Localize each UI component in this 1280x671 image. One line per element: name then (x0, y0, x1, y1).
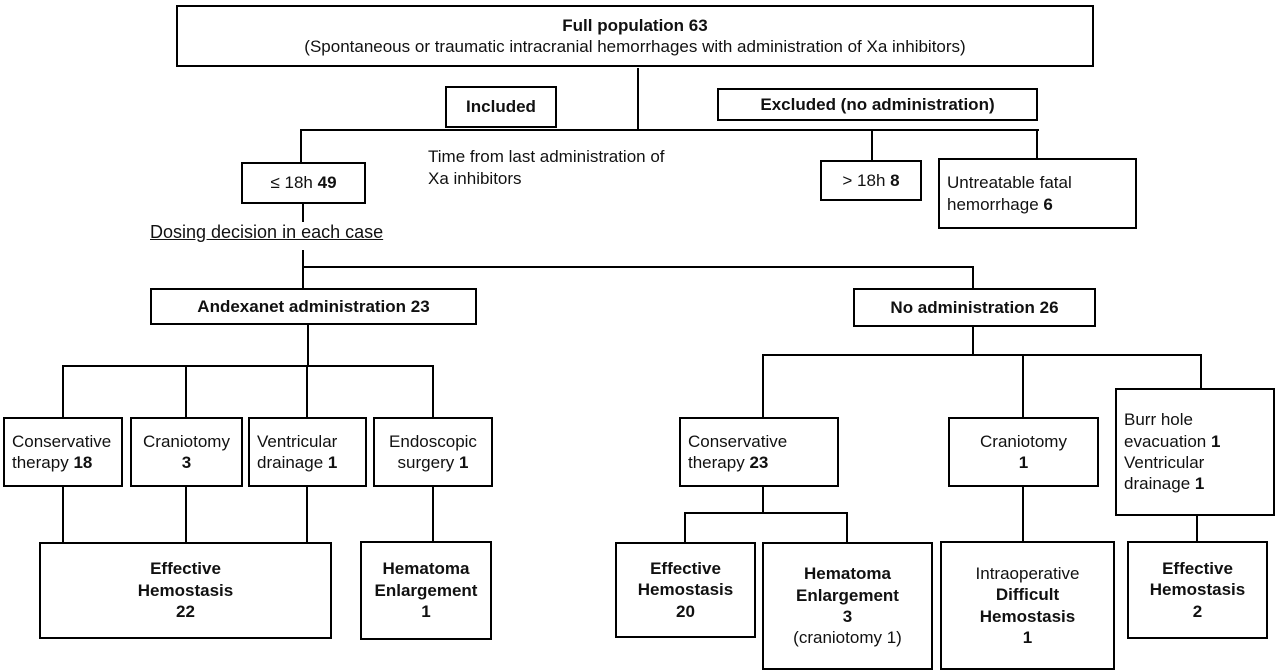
connector-line (871, 129, 873, 162)
text-dosing-decision: Dosing decision in each case (150, 221, 383, 244)
connector-line (185, 487, 187, 542)
connector-line (684, 512, 686, 542)
time-label-line2: Xa inhibitors (428, 169, 522, 189)
connector-line (306, 365, 308, 417)
connector-line (637, 68, 639, 130)
excluded-text: Excluded (no administration) (760, 94, 995, 114)
connector-line (846, 512, 848, 542)
connector-line (762, 354, 1202, 356)
connector-line (302, 203, 304, 222)
full-population-subtitle: (Spontaneous or traumatic intracranial h… (304, 37, 966, 56)
connector-line (684, 512, 848, 514)
time-label-line1: Time from last administration of (428, 147, 665, 166)
connector-line (300, 129, 1039, 131)
connector-line (306, 487, 308, 542)
connector-line (185, 365, 187, 417)
connector-line (972, 327, 974, 355)
connector-line (1022, 487, 1024, 541)
connector-line (62, 365, 434, 367)
box-full-population: Full population 63 (Spontaneous or traum… (176, 5, 1094, 67)
connector-line (432, 365, 434, 417)
label-included: Included (445, 86, 557, 128)
connector-line (1022, 354, 1024, 417)
connector-line (762, 487, 764, 513)
connector-line (432, 487, 434, 541)
connector-line (1196, 516, 1198, 541)
label-excluded: Excluded (no administration) (717, 88, 1038, 121)
connector-line (300, 129, 302, 163)
connector-line (1200, 354, 1202, 388)
box-gt-18h: > 18h 8 (820, 160, 922, 201)
connector-line (307, 325, 309, 367)
connector-line (302, 266, 974, 268)
connector-line (1036, 129, 1038, 160)
box-andexanet-administration: Andexanet administration 23 (150, 288, 477, 325)
text-time-from-last-administration: Time from last administration of Xa inhi… (428, 146, 665, 190)
andexanet-text: Andexanet administration 23 (197, 296, 430, 316)
box-le-18h: ≤ 18h 49 (241, 162, 366, 204)
no-administration-text: No administration 26 (890, 297, 1059, 317)
connector-line (62, 365, 64, 417)
connector-line (972, 266, 974, 288)
dosing-decision-text: Dosing decision in each case (150, 222, 384, 242)
box-no-administration: No administration 26 (853, 288, 1096, 327)
connector-line (302, 250, 304, 288)
connector-line (762, 354, 764, 417)
full-population-title: Full population 63 (562, 15, 708, 35)
connector-line (62, 487, 64, 542)
included-text: Included (466, 97, 536, 117)
